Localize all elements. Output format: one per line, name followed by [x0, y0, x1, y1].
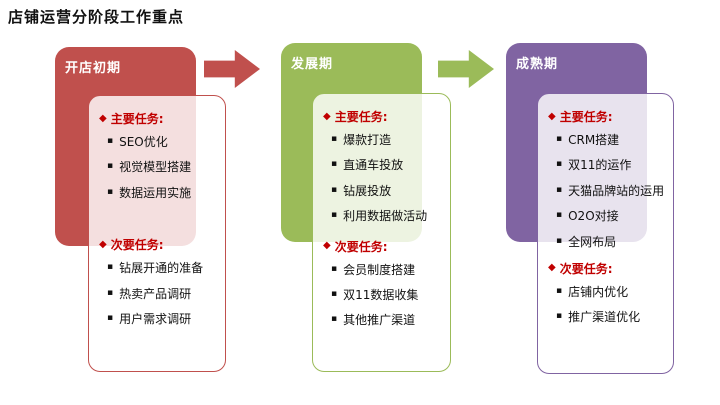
square-bullet-icon: ▪ — [331, 314, 338, 325]
square-bullet-icon: ▪ — [107, 136, 114, 146]
square-bullet-icon: ▪ — [331, 134, 338, 144]
main-tasks-section: ◆ 主要任务: ▪ SEO优化 ▪ 视觉模型搭建 ▪ 数据运用实施 — [99, 110, 217, 200]
secondary-tasks-label: ◆ 次要任务: — [548, 260, 665, 277]
task-item: ▪ 天猫品牌站的运用 — [556, 184, 665, 198]
square-bullet-icon: ▪ — [556, 235, 563, 246]
task-text: 钻展开通的准备 — [119, 261, 204, 276]
secondary-tasks-label: ◆ 次要任务: — [323, 238, 442, 255]
task-text: 直通车投放 — [343, 158, 404, 173]
main-tasks-label: ◆ 主要任务: — [99, 110, 217, 127]
section-label-text: 次要任务: — [559, 261, 613, 276]
task-item: ▪ 钻展开通的准备 — [107, 261, 217, 275]
task-item: ▪ 店铺内优化 — [556, 285, 665, 299]
task-text: 店铺内优化 — [568, 284, 629, 299]
task-text: 钻展投放 — [343, 183, 392, 198]
right-arrow-icon-1 — [204, 50, 260, 88]
stage-name-initial: 开店初期 — [65, 61, 122, 76]
task-text: 双11数据收集 — [343, 287, 419, 302]
task-text: SEO优化 — [119, 135, 168, 149]
main-tasks-label: ◆ 主要任务: — [323, 108, 442, 125]
square-bullet-icon: ▪ — [556, 210, 563, 221]
task-item: ▪ CRM搭建 — [556, 133, 665, 147]
square-bullet-icon: ▪ — [107, 262, 114, 273]
secondary-tasks-section: ◆ 次要任务: ▪ 钻展开通的准备 ▪ 热卖产品调研 ▪ 用户需求调研 — [99, 236, 217, 326]
square-bullet-icon: ▪ — [556, 311, 563, 322]
section-label-text: 次要任务: — [334, 239, 388, 254]
task-item: ▪ 用户需求调研 — [107, 312, 217, 326]
square-bullet-icon: ▪ — [331, 210, 338, 221]
task-item: ▪ 双11数据收集 — [331, 288, 442, 302]
task-item: ▪ 数据运用实施 — [107, 186, 217, 200]
stage-name-growth: 发展期 — [291, 57, 334, 72]
task-text: CRM搭建 — [568, 133, 620, 147]
diamond-bullet-icon: ◆ — [548, 110, 556, 122]
secondary-tasks-section: ◆ 次要任务: ▪ 会员制度搭建 ▪ 双11数据收集 ▪ 其他推广渠道 — [323, 238, 442, 328]
stage-name-mature: 成熟期 — [516, 57, 559, 72]
task-item: ▪ 推广渠道优化 — [556, 310, 665, 324]
section-label-text: 次要任务: — [110, 238, 164, 253]
main-tasks-section: ◆ 主要任务: ▪ CRM搭建 ▪ 双11的运作 ▪ 天猫品牌站的运用 ▪ O2… — [548, 108, 665, 249]
section-label-text: 主要任务: — [559, 110, 613, 124]
slide-title: 店铺运营分阶段工作重点 — [8, 8, 185, 26]
task-item: ▪ 其他推广渠道 — [331, 313, 442, 327]
task-text: 推广渠道优化 — [568, 310, 641, 325]
task-card-initial: ◆ 主要任务: ▪ SEO优化 ▪ 视觉模型搭建 ▪ 数据运用实施 ◆ 次要任务… — [88, 95, 226, 372]
main-tasks-section: ◆ 主要任务: ▪ 爆款打造 ▪ 直通车投放 ▪ 钻展投放 ▪ 利用数据做活动 — [323, 108, 442, 224]
task-item: ▪ 双11的运作 — [556, 158, 665, 172]
task-text: 用户需求调研 — [119, 311, 192, 326]
secondary-tasks-section: ◆ 次要任务: ▪ 店铺内优化 ▪ 推广渠道优化 — [548, 260, 665, 325]
diamond-bullet-icon: ◆ — [548, 262, 556, 274]
task-item: ▪ 利用数据做活动 — [331, 209, 442, 223]
task-card-mature: ◆ 主要任务: ▪ CRM搭建 ▪ 双11的运作 ▪ 天猫品牌站的运用 ▪ O2… — [537, 93, 674, 374]
task-text: O2O对接 — [568, 209, 619, 224]
task-text: 全网布局 — [568, 234, 617, 249]
task-item: ▪ O2O对接 — [556, 209, 665, 223]
square-bullet-icon: ▪ — [107, 186, 114, 197]
task-item: ▪ 会员制度搭建 — [331, 263, 442, 277]
task-item: ▪ 全网布局 — [556, 235, 665, 249]
task-card-growth: ◆ 主要任务: ▪ 爆款打造 ▪ 直通车投放 ▪ 钻展投放 ▪ 利用数据做活动 — [312, 93, 451, 372]
secondary-tasks-label: ◆ 次要任务: — [99, 236, 217, 253]
task-text: 双11的运作 — [568, 158, 632, 173]
main-tasks-label: ◆ 主要任务: — [548, 108, 665, 125]
task-item: ▪ SEO优化 — [107, 135, 217, 149]
square-bullet-icon: ▪ — [107, 287, 114, 298]
diamond-bullet-icon: ◆ — [99, 112, 107, 124]
diamond-bullet-icon: ◆ — [323, 240, 331, 252]
task-text: 爆款打造 — [343, 133, 392, 147]
square-bullet-icon: ▪ — [556, 184, 563, 195]
section-label-text: 主要任务: — [110, 112, 164, 126]
diamond-bullet-icon: ◆ — [99, 238, 107, 250]
task-text: 视觉模型搭建 — [119, 160, 192, 175]
square-bullet-icon: ▪ — [556, 159, 563, 170]
task-text: 数据运用实施 — [119, 185, 192, 200]
right-arrow-icon-2 — [438, 50, 494, 88]
diamond-bullet-icon: ◆ — [323, 110, 331, 122]
task-item: ▪ 视觉模型搭建 — [107, 160, 217, 174]
square-bullet-icon: ▪ — [556, 285, 563, 296]
square-bullet-icon: ▪ — [107, 312, 114, 323]
task-text: 热卖产品调研 — [119, 286, 192, 301]
task-item: ▪ 直通车投放 — [331, 158, 442, 172]
square-bullet-icon: ▪ — [331, 184, 338, 195]
square-bullet-icon: ▪ — [331, 263, 338, 274]
task-text: 其他推广渠道 — [343, 313, 416, 328]
square-bullet-icon: ▪ — [556, 134, 563, 144]
task-item: ▪ 爆款打造 — [331, 133, 442, 147]
section-label-text: 主要任务: — [334, 110, 388, 124]
task-item: ▪ 钻展投放 — [331, 184, 442, 198]
square-bullet-icon: ▪ — [331, 288, 338, 299]
square-bullet-icon: ▪ — [331, 159, 338, 170]
task-text: 会员制度搭建 — [343, 262, 416, 277]
square-bullet-icon: ▪ — [107, 161, 114, 172]
task-item: ▪ 热卖产品调研 — [107, 287, 217, 301]
task-text: 天猫品牌站的运用 — [568, 183, 665, 198]
task-text: 利用数据做活动 — [343, 209, 428, 224]
